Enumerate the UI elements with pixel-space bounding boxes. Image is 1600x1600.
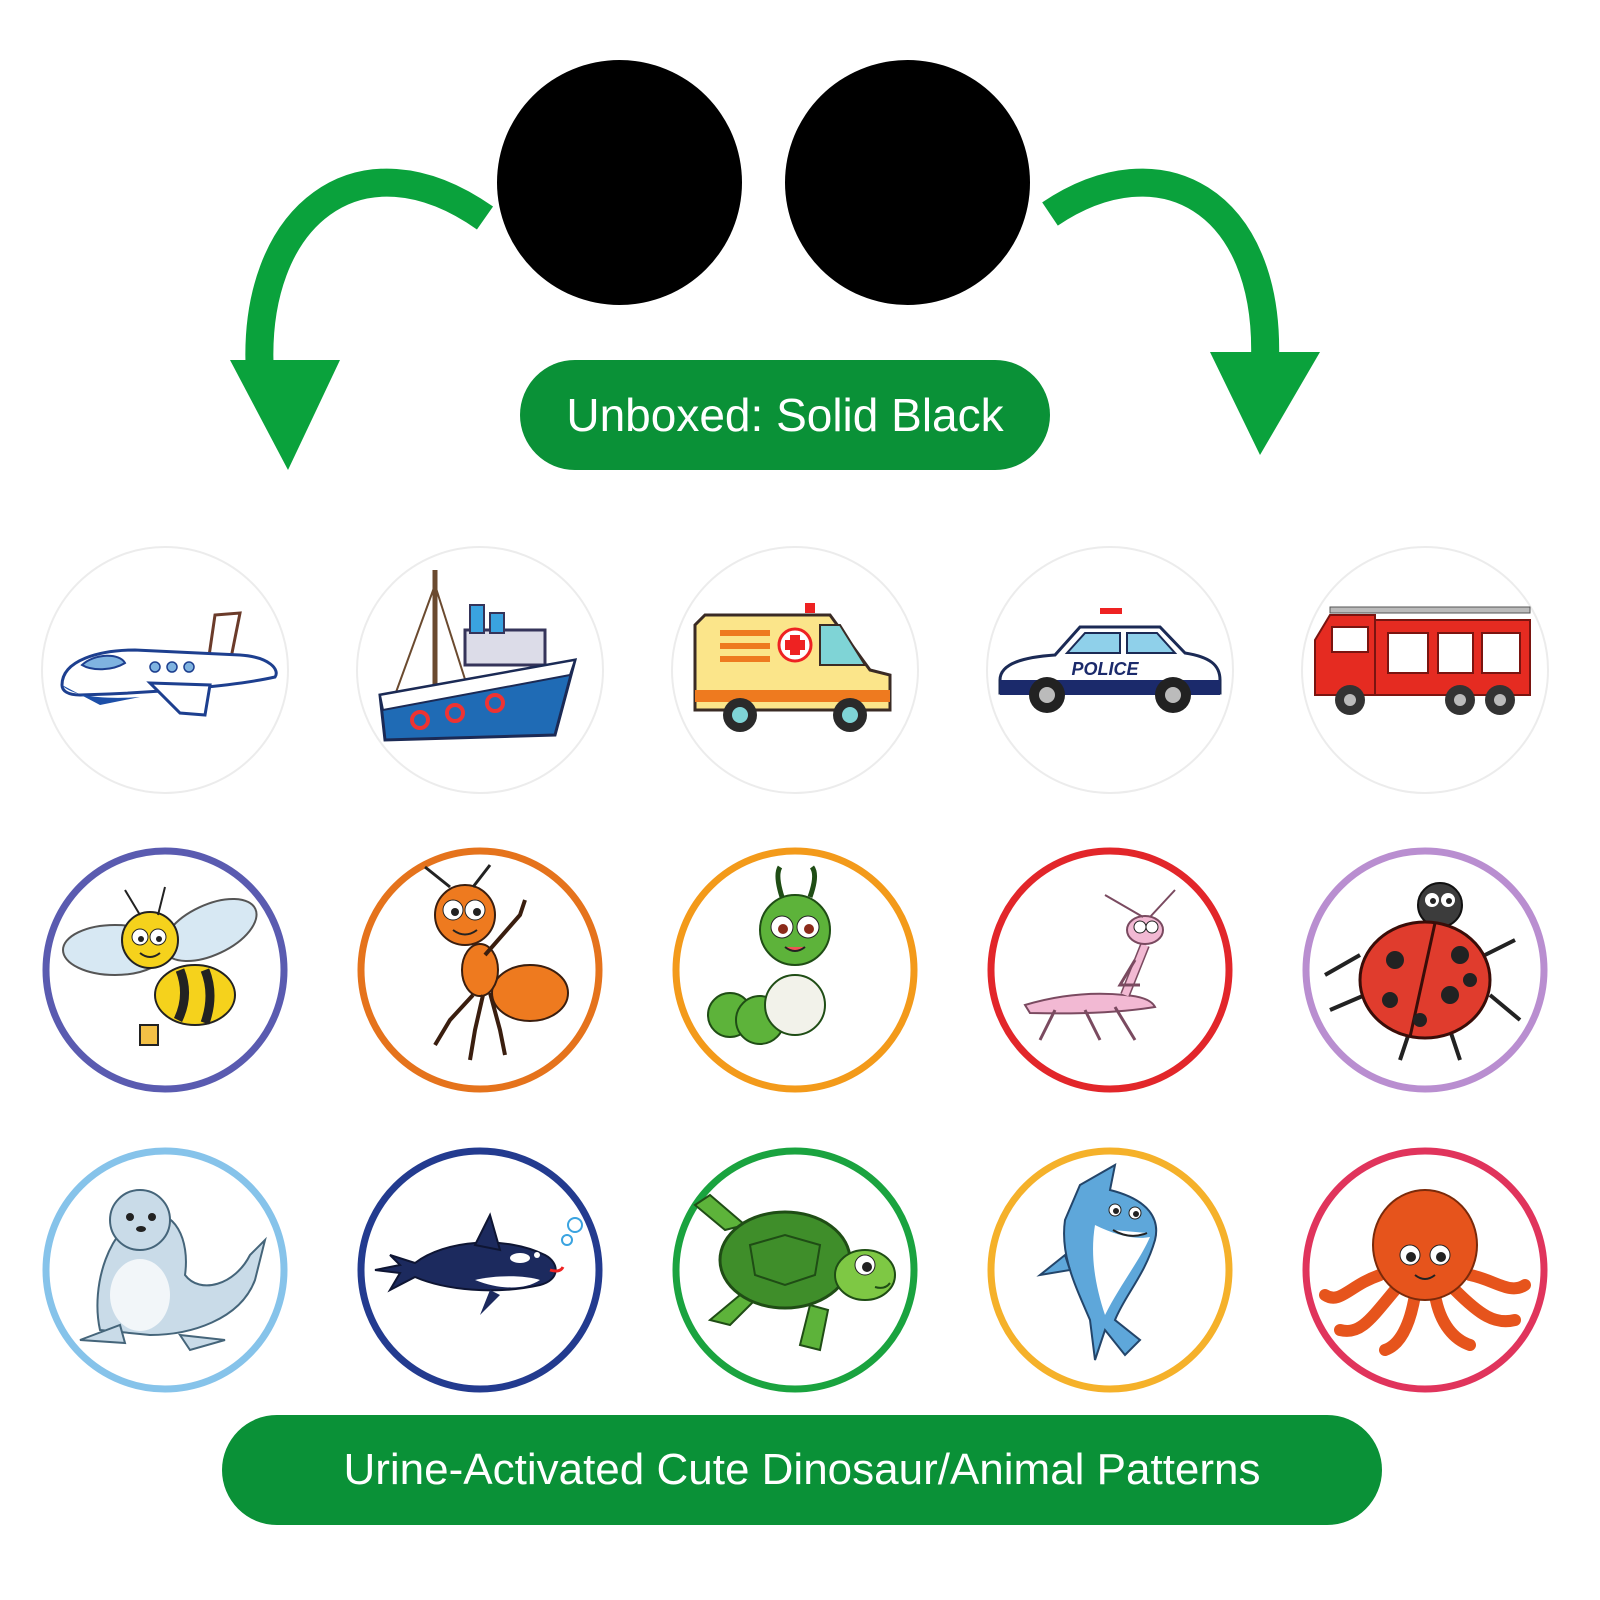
solid-black-circle-right <box>785 60 1030 305</box>
caterpillar-icon <box>672 847 918 1093</box>
police-text: POLICE <box>1071 659 1139 679</box>
patterns-label-text: Urine-Activated Cute Dinosaur/Animal Pat… <box>343 1445 1261 1494</box>
octopus-icon <box>1302 1147 1548 1393</box>
sticker-mantis <box>985 845 1235 1095</box>
sticker-airplane <box>40 545 290 795</box>
sticker-turtle <box>670 1145 920 1395</box>
shark-icon <box>987 1147 1233 1393</box>
left-arrow-icon <box>230 168 494 470</box>
sticker-caterpillar <box>670 845 920 1095</box>
orca-icon <box>357 1147 603 1393</box>
sticker-ant <box>355 845 605 1095</box>
patterns-label: Urine-Activated Cute Dinosaur/Animal Pat… <box>222 1415 1382 1525</box>
right-arrow-icon <box>1042 168 1320 455</box>
sticker-ambulance <box>670 545 920 795</box>
ant-icon <box>357 847 603 1093</box>
sticker-fire-truck <box>1300 545 1550 795</box>
fire-truck-icon <box>1301 546 1549 794</box>
police-car-icon: POLICE <box>986 546 1234 794</box>
sticker-bee <box>40 845 290 1095</box>
unboxed-label-text: Unboxed: Solid Black <box>566 389 1004 441</box>
sticker-ship <box>355 545 605 795</box>
sticker-police-car: POLICE <box>985 545 1235 795</box>
curved-arrows <box>230 168 1320 470</box>
sticker-octopus <box>1300 1145 1550 1395</box>
ship-icon <box>356 546 604 794</box>
sticker-ladybug <box>1300 845 1550 1095</box>
sticker-shark <box>985 1145 1235 1395</box>
bee-icon <box>42 847 288 1093</box>
seal-icon <box>42 1147 288 1393</box>
unboxed-label: Unboxed: Solid Black <box>520 360 1050 470</box>
sticker-seal <box>40 1145 290 1395</box>
solid-black-circle-left <box>497 60 742 305</box>
ambulance-icon <box>671 546 919 794</box>
sticker-orca <box>355 1145 605 1395</box>
mantis-icon <box>987 847 1233 1093</box>
turtle-icon <box>672 1147 918 1393</box>
ladybug-icon <box>1302 847 1548 1093</box>
airplane-icon <box>41 546 289 794</box>
